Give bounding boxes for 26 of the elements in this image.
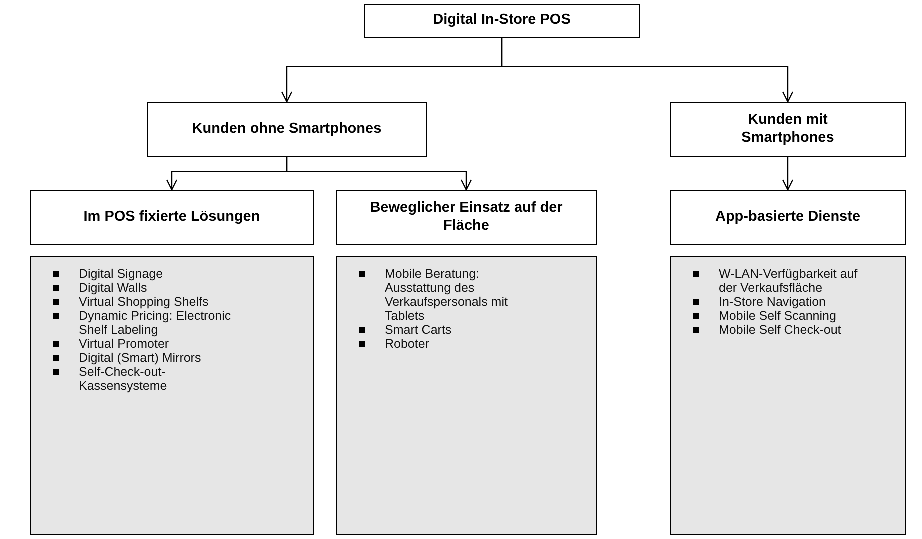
list-item: Digital Signage (49, 267, 249, 281)
list-panel (30, 256, 314, 535)
list-item: Dynamic Pricing: Electronic Shelf Labeling (49, 309, 249, 337)
category-box: Kunden ohne Smartphones (147, 102, 427, 157)
list-panel (336, 256, 597, 535)
list-panel (670, 256, 906, 535)
arrow (782, 157, 794, 191)
list-item: Virtual Shopping Shelfs (49, 295, 249, 309)
list-item: Mobile Self Check-out (689, 323, 874, 337)
list-item: In-Store Navigation (689, 295, 874, 309)
list-item: Digital Walls (49, 281, 249, 295)
arrow (286, 157, 472, 191)
category-box: App-basierte Dienste (670, 190, 906, 245)
list-item: Self-Check-out-Kassensysteme (49, 365, 249, 393)
category-box: Beweglicher Einsatz auf der Fläche (336, 190, 597, 245)
category-box: Im POS fixierte Lösungen (30, 190, 314, 245)
list-item: Mobile Beratung: Ausstattung des Verkaufspersonals mit Tablets (355, 267, 540, 323)
arrow (501, 38, 794, 103)
list-item: Digital (Smart) Mirrors (49, 351, 249, 365)
category-box: Digital In-Store POS (364, 4, 640, 38)
list-item: Smart Carts (355, 323, 540, 337)
category-box: Kunden mit Smartphones (670, 102, 906, 157)
list-item: Roboter (355, 337, 540, 351)
list-item: Mobile Self Scanning (689, 309, 874, 323)
list-item: W-LAN-Verfügbarkeit auf der Verkaufsfläche (689, 267, 874, 295)
list-item: Virtual Promoter (49, 337, 249, 351)
